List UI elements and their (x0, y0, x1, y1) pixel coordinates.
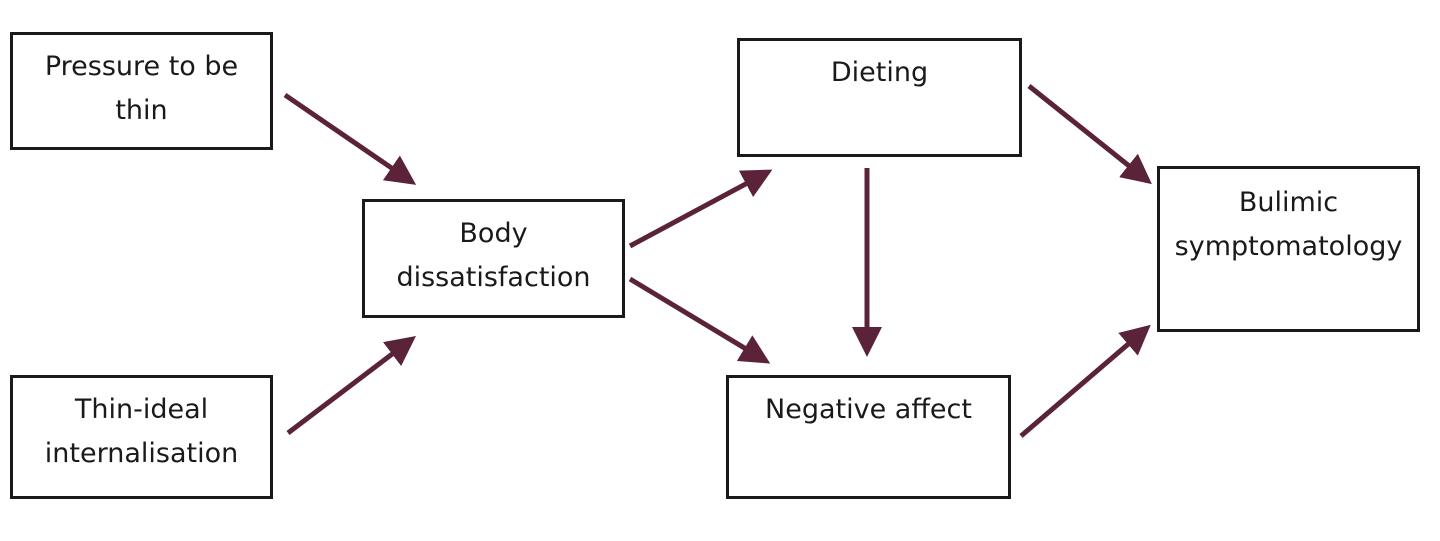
node-thin-ideal-internalisation: Thin-ideal internalisation (10, 375, 273, 499)
arrow-dieting-to-bulimic (1027, 84, 1152, 185)
arrow-body-to-dieting (628, 169, 773, 249)
node-dieting: Dieting (737, 38, 1022, 157)
arrow-body-to-negative (628, 276, 771, 364)
arrow-pressure-to-body (283, 92, 417, 185)
node-bulimic-symptomatology: Bulimic symptomatology (1157, 166, 1420, 332)
arrow-negative-to-bulimic (1019, 324, 1151, 438)
node-body-dissatisfaction: Body dissatisfaction (362, 199, 625, 318)
node-pressure-to-be-thin: Pressure to be thin (10, 32, 273, 150)
arrow-thin_ideal-to-body (286, 335, 416, 435)
node-negative-affect: Negative affect (726, 375, 1011, 499)
